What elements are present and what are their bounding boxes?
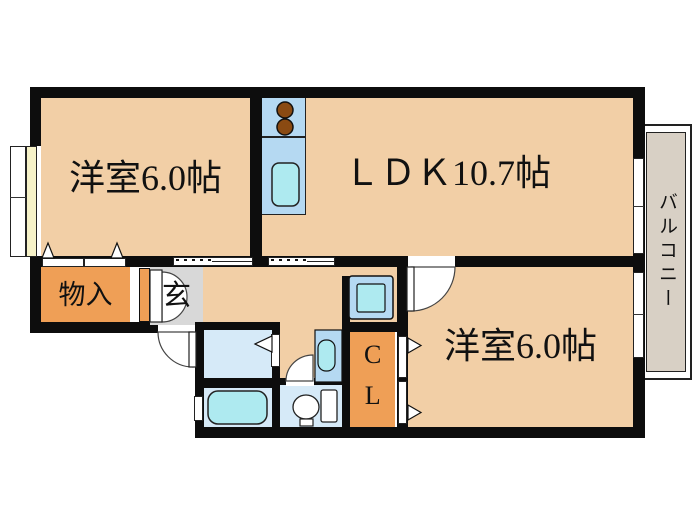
washroom-door-panel xyxy=(271,334,280,367)
room-bottom-right-label: 洋室6.0帖 xyxy=(443,326,597,366)
bay-window xyxy=(10,146,26,257)
wall-washroom-right xyxy=(272,322,280,427)
wall-storage-bottom xyxy=(30,322,150,333)
wall-closet-top xyxy=(342,322,407,332)
balcony-floor: バルコニー xyxy=(646,132,686,372)
entrance-label: 玄 xyxy=(161,280,191,312)
room-top-left-floor xyxy=(41,98,250,256)
entrance-door-swing xyxy=(157,331,197,368)
storage-door-panel-left xyxy=(42,258,84,267)
balcony-label: バルコニー xyxy=(655,192,677,312)
sliding-door-ldk-track xyxy=(271,259,307,261)
closet-door-panel-bottom xyxy=(398,381,407,424)
shoe-cabinet xyxy=(139,268,150,322)
room-br-balcony-window xyxy=(633,272,644,358)
sliding-door-room-tl-panel xyxy=(212,261,252,262)
closet-label: CL xyxy=(358,339,388,422)
storage-floor xyxy=(41,267,130,322)
room-br-door-opening xyxy=(408,256,455,267)
hallway-floor xyxy=(203,267,397,322)
ldk-balcony-window-sash xyxy=(633,206,644,207)
wall-bottom xyxy=(195,427,645,438)
wall-washroom-top xyxy=(195,322,280,330)
storage-door-panel-right xyxy=(84,258,126,267)
entrance-door-opening xyxy=(158,325,195,333)
sliding-door-ldk-panel xyxy=(307,261,334,262)
closet-door-panel-top xyxy=(398,336,407,378)
room-top-left-label: 洋室6.0帖 xyxy=(68,158,222,198)
wall-closet-left xyxy=(342,276,350,427)
washroom-floor xyxy=(204,330,272,378)
toilet-floor xyxy=(280,385,342,427)
toilet-door-opening xyxy=(286,377,314,386)
bathroom-floor xyxy=(204,388,272,427)
kitchen-stove-divider xyxy=(262,136,306,138)
hallway-pocket-floor xyxy=(280,322,342,385)
wall-mid-horizontal xyxy=(30,256,645,267)
wall-top xyxy=(30,87,645,98)
sliding-door-room-tl-track xyxy=(176,259,212,261)
wall-left-lower xyxy=(30,257,41,333)
closet-floor xyxy=(350,332,395,427)
wall-bath-divider xyxy=(195,378,280,388)
wall-left-upper xyxy=(30,87,41,146)
room-br-balcony-window-sash xyxy=(633,314,644,315)
bathroom-window xyxy=(194,396,203,421)
ldk-label: ＬＤＫ10.7帖 xyxy=(343,153,551,193)
ldk-floor xyxy=(262,98,633,256)
sliding-door-ldk xyxy=(268,257,335,266)
bay-window-sill xyxy=(26,146,37,257)
bay-window-sash xyxy=(10,197,26,198)
storage-label: 物入 xyxy=(58,280,113,310)
wall-room-divider xyxy=(250,87,262,267)
